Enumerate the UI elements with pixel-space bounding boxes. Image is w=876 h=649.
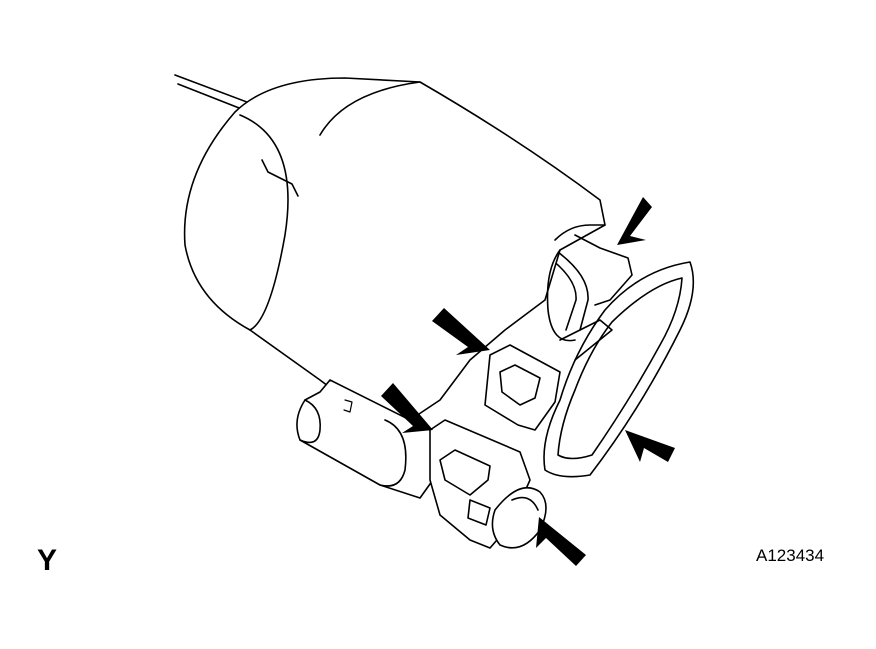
inlet-pipe-end: [299, 399, 322, 444]
pump-cover: [543, 261, 695, 478]
pump-body-step: [261, 159, 299, 197]
lower-connector-rib: [467, 499, 491, 526]
bracket-arm: [559, 319, 613, 361]
upper-connector: [484, 344, 561, 431]
figure-code: A123434: [756, 546, 825, 565]
pump-body-front-edge: [239, 114, 289, 331]
bracket-top: [574, 234, 633, 306]
pump-body: [183, 77, 606, 421]
arrow-middle-upper: [432, 308, 490, 355]
pump-body-rim: [319, 81, 421, 136]
arrow-top-right: [617, 197, 652, 245]
pump-end-cap: [554, 224, 606, 241]
pump-rear-ring: [546, 249, 576, 342]
arrow-middle-lower: [381, 383, 433, 433]
terminal-plug-face: [511, 496, 539, 511]
lower-connector-slot: [439, 449, 491, 496]
view-letter: Y: [37, 544, 58, 577]
inlet-pipe-mark: [343, 399, 353, 413]
arrow-right: [625, 430, 675, 462]
inlet-collar: [379, 419, 407, 487]
arrow-bottom: [536, 517, 586, 566]
pump-cover-inner: [557, 277, 683, 460]
upper-connector-window: [499, 364, 541, 406]
